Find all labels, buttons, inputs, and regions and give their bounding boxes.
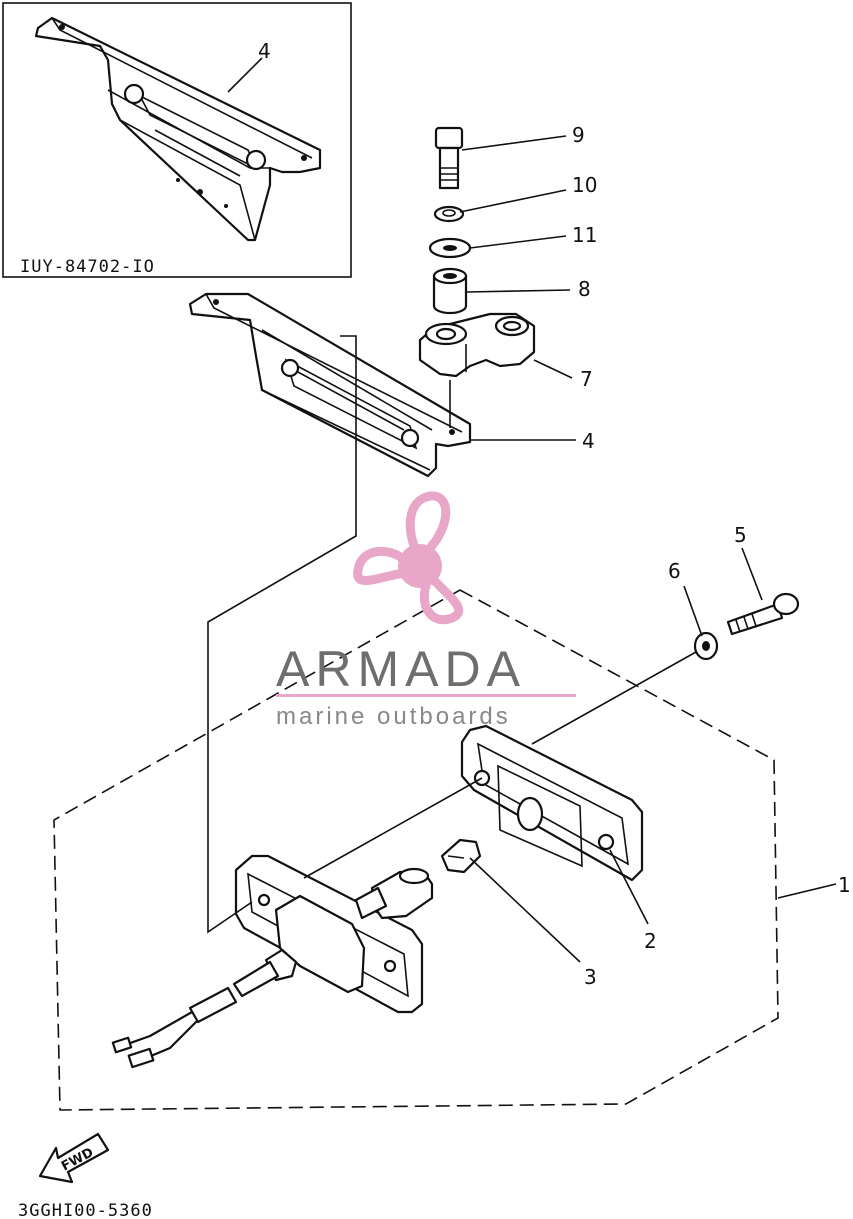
inset-callout-4: 4	[258, 39, 271, 63]
screw-5-drawing	[726, 592, 800, 636]
watermark-tagline: marine outboards	[276, 703, 511, 730]
drawing-code: 3GGHI00-5360	[18, 1201, 153, 1219]
callout-8: 8	[578, 277, 591, 301]
assembly-outline	[53, 589, 779, 1111]
callout-1: 1	[838, 873, 851, 897]
inset-leader-4	[227, 57, 263, 93]
stay-7-drawing	[418, 312, 536, 378]
callout-2: 2	[644, 929, 657, 953]
lock-washer-10-drawing	[433, 205, 465, 223]
lens-2-drawing	[460, 724, 644, 882]
armada-watermark: ARMADA marine outboards	[276, 491, 576, 730]
inset-bracket-drawing	[34, 16, 322, 242]
collar-8-drawing	[432, 267, 468, 315]
callout-10: 10	[572, 173, 597, 197]
bolt-9-drawing	[434, 126, 464, 190]
callout-5: 5	[734, 523, 747, 547]
lamp-base-drawing	[111, 854, 434, 1069]
washer-6-drawing	[693, 631, 719, 661]
propeller-logo-icon	[353, 491, 464, 625]
callout-3: 3	[584, 965, 597, 989]
fwd-arrow: FWD	[38, 1132, 110, 1184]
main-bracket-drawing	[188, 292, 472, 478]
watermark-brand: ARMADA	[276, 641, 526, 697]
fwd-label: FWD	[59, 1145, 96, 1174]
callout-11: 11	[572, 223, 597, 247]
callout-4: 4	[582, 429, 595, 453]
callout-7: 7	[580, 367, 593, 391]
bulb-3-drawing	[440, 838, 482, 874]
washer-11-drawing	[428, 237, 472, 259]
inset-part-code: IUY-84702-IO	[20, 257, 155, 277]
callout-6: 6	[668, 559, 681, 583]
inset-panel: 4 IUY-84702-IO	[2, 2, 352, 278]
callout-9: 9	[572, 123, 585, 147]
